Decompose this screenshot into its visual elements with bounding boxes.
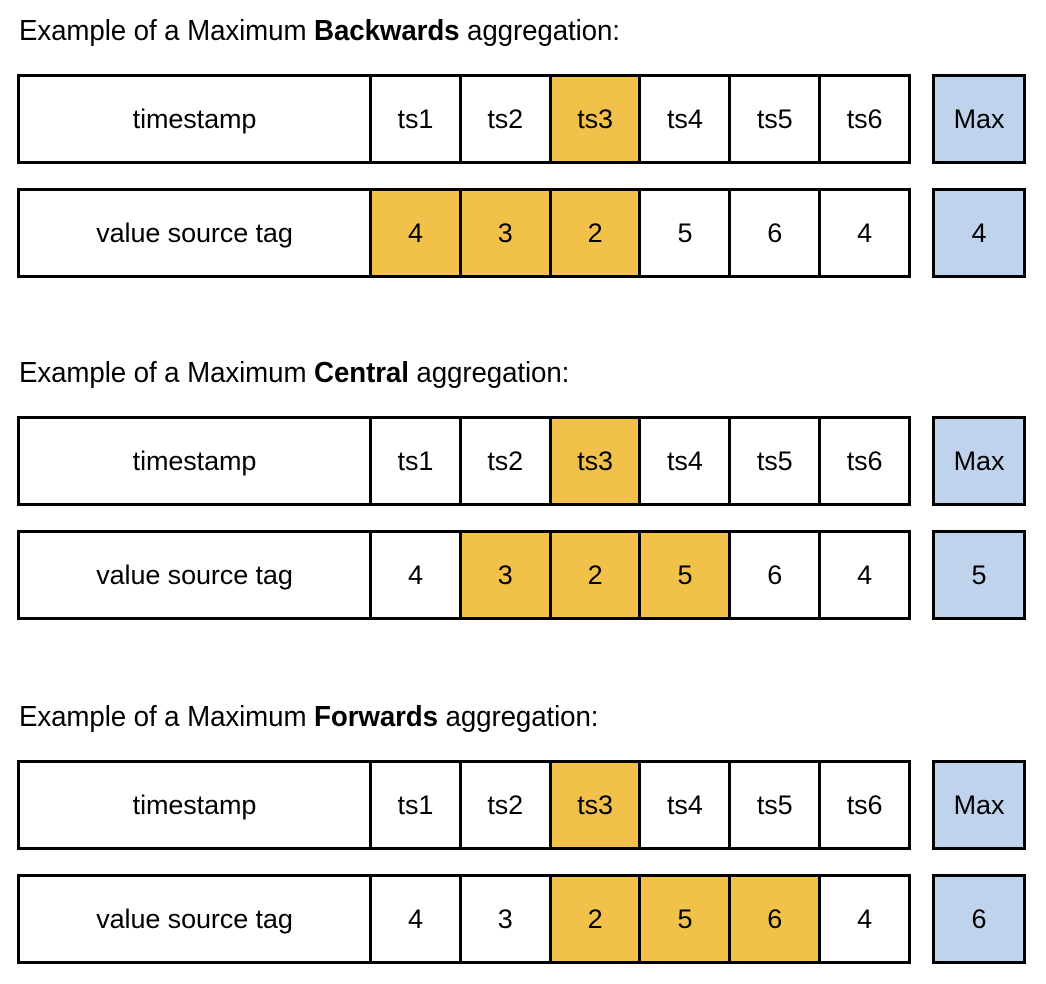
- cell-value-3: 2: [548, 191, 639, 275]
- cell-timestamp-6: ts6: [818, 77, 908, 161]
- cell-value-4: 5: [638, 191, 729, 275]
- cell-value-1: 4: [369, 191, 459, 275]
- section-title-forwards: Example of a Maximum Forwards aggregatio…: [19, 699, 598, 735]
- row-label-value-source-tag: value source tag: [20, 877, 369, 961]
- table-row-value-source-tag: value source tag 4 3 2 5 6 4: [17, 188, 911, 278]
- cell-timestamp-2: ts2: [458, 419, 549, 503]
- row-label-timestamp: timestamp: [20, 77, 369, 161]
- cell-timestamp-4: ts4: [638, 419, 729, 503]
- section-title-suffix: aggregation:: [437, 701, 599, 733]
- cell-timestamp-2: ts2: [458, 763, 549, 847]
- cell-timestamp-6: ts6: [818, 763, 908, 847]
- cell-value-2: 3: [458, 191, 549, 275]
- section-title-emphasis: Forwards: [314, 701, 438, 733]
- cell-value-2: 3: [458, 533, 549, 617]
- cell-value-2: 3: [458, 877, 549, 961]
- aggregation-table-central: timestamp ts1 ts2 ts3 ts4 ts5 ts6 Max va…: [0, 402, 1046, 628]
- cell-timestamp-1: ts1: [369, 77, 459, 161]
- table-row-timestamp: timestamp ts1 ts2 ts3 ts4 ts5 ts6: [17, 416, 911, 506]
- aggregation-table-backwards: timestamp ts1 ts2 ts3 ts4 ts5 ts6 Max va…: [0, 60, 1046, 286]
- section-title-suffix: aggregation:: [408, 357, 570, 389]
- cell-value-5: 6: [728, 877, 819, 961]
- cell-value-6: 4: [818, 877, 908, 961]
- row-label-timestamp: timestamp: [20, 763, 369, 847]
- cell-timestamp-3: ts3: [548, 763, 639, 847]
- table-row-value-source-tag: value source tag 4 3 2 5 6 4: [17, 874, 911, 964]
- cell-value-5: 6: [728, 191, 819, 275]
- section-title-prefix: Example of a Maximum: [19, 15, 315, 47]
- cell-value-1: 4: [369, 533, 459, 617]
- section-title-emphasis: Central: [314, 357, 409, 389]
- table-row-timestamp: timestamp ts1 ts2 ts3 ts4 ts5 ts6: [17, 760, 911, 850]
- max-header-box: Max: [932, 416, 1026, 506]
- table-row-value-source-tag: value source tag 4 3 2 5 6 4: [17, 530, 911, 620]
- max-value-box: 4: [932, 188, 1026, 278]
- section-title-emphasis: Backwards: [314, 15, 460, 47]
- section-title-suffix: aggregation:: [459, 15, 620, 47]
- cell-value-5: 6: [728, 533, 819, 617]
- cell-value-4: 5: [638, 533, 729, 617]
- cell-value-6: 4: [818, 533, 908, 617]
- section-title-prefix: Example of a Maximum: [19, 357, 315, 389]
- cell-timestamp-5: ts5: [728, 77, 819, 161]
- section-title-prefix: Example of a Maximum: [19, 701, 315, 733]
- cell-timestamp-6: ts6: [818, 419, 908, 503]
- cell-value-3: 2: [548, 877, 639, 961]
- cell-value-6: 4: [818, 191, 908, 275]
- aggregation-table-forwards: timestamp ts1 ts2 ts3 ts4 ts5 ts6 Max va…: [0, 746, 1046, 972]
- row-label-timestamp: timestamp: [20, 419, 369, 503]
- row-label-value-source-tag: value source tag: [20, 533, 369, 617]
- cell-timestamp-1: ts1: [369, 419, 459, 503]
- cell-value-3: 2: [548, 533, 639, 617]
- section-title-backwards: Example of a Maximum Backwards aggregati…: [19, 13, 620, 49]
- section-title-central: Example of a Maximum Central aggregation…: [19, 355, 569, 391]
- cell-timestamp-4: ts4: [638, 77, 729, 161]
- cell-timestamp-3: ts3: [548, 419, 639, 503]
- max-value-box: 5: [932, 530, 1026, 620]
- cell-value-4: 5: [638, 877, 729, 961]
- cell-value-1: 4: [369, 877, 459, 961]
- max-header-box: Max: [932, 760, 1026, 850]
- max-header-box: Max: [932, 74, 1026, 164]
- cell-timestamp-1: ts1: [369, 763, 459, 847]
- max-value-box: 6: [932, 874, 1026, 964]
- cell-timestamp-4: ts4: [638, 763, 729, 847]
- cell-timestamp-5: ts5: [728, 763, 819, 847]
- table-row-timestamp: timestamp ts1 ts2 ts3 ts4 ts5 ts6: [17, 74, 911, 164]
- cell-timestamp-2: ts2: [458, 77, 549, 161]
- row-label-value-source-tag: value source tag: [20, 191, 369, 275]
- cell-timestamp-5: ts5: [728, 419, 819, 503]
- cell-timestamp-3: ts3: [548, 77, 639, 161]
